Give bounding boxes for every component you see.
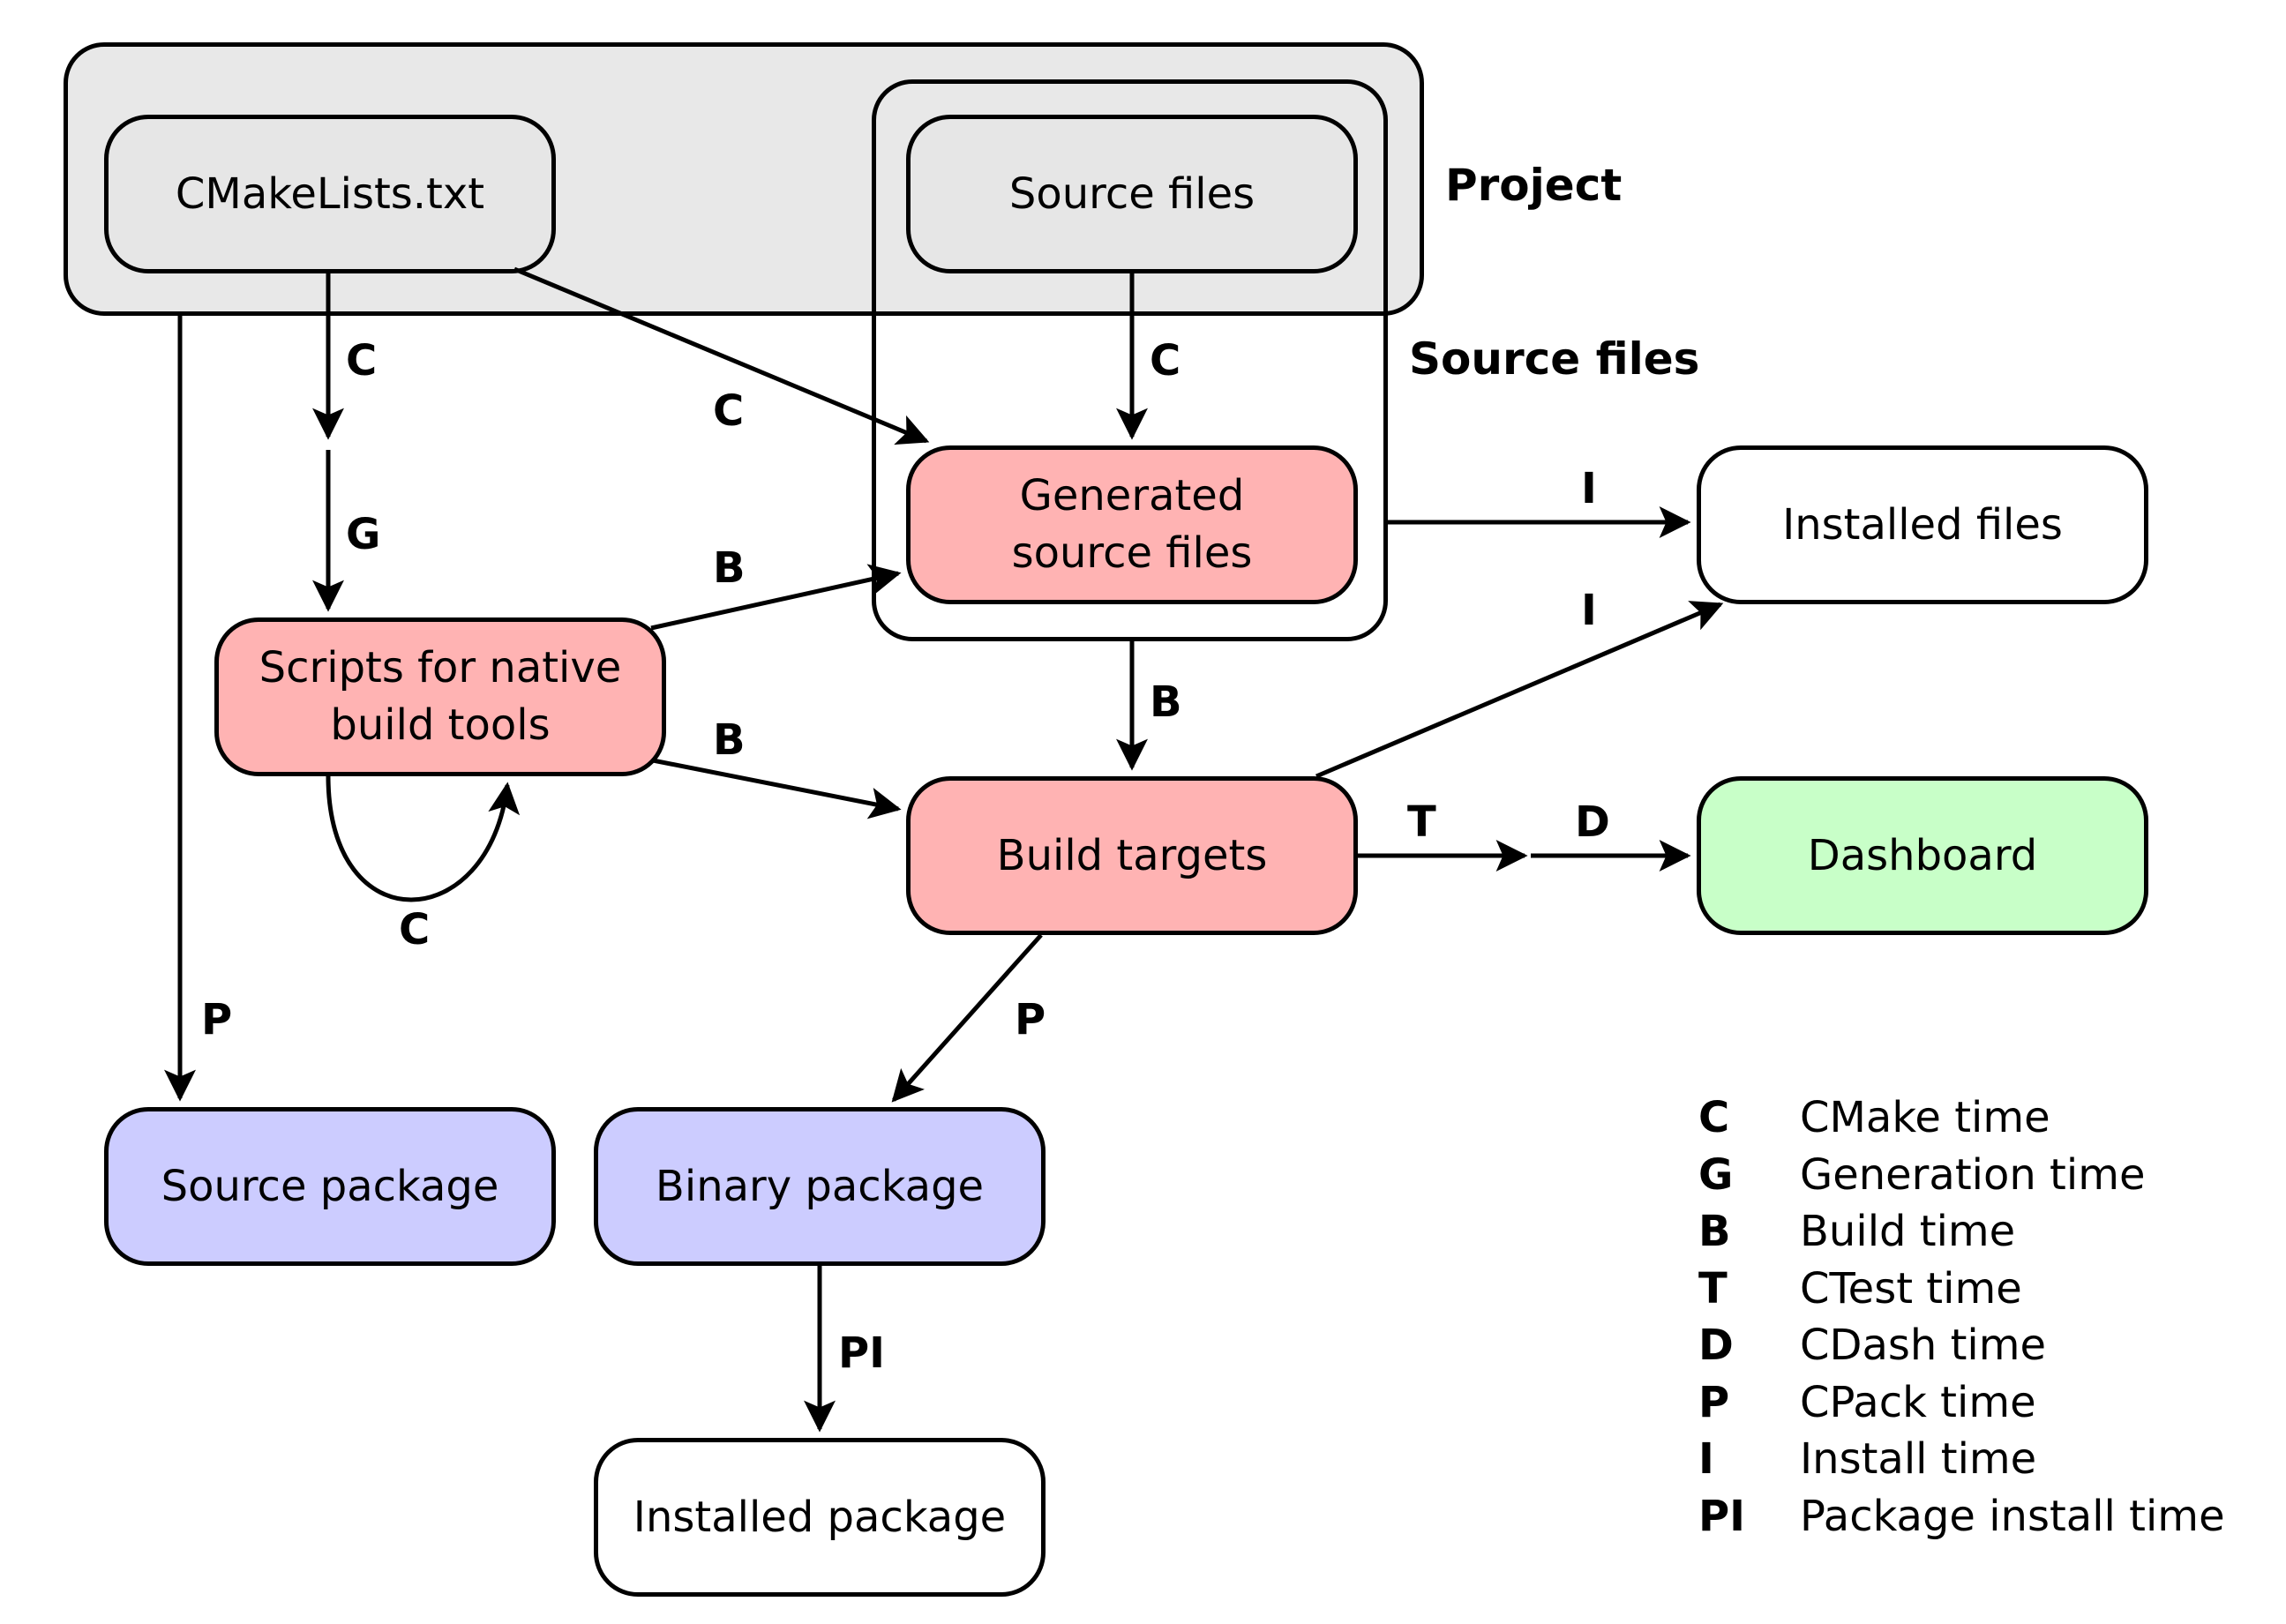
legend-row: C CMake time <box>1698 1089 2225 1147</box>
installed-package-node: Installed package <box>594 1438 1046 1597</box>
edge-label-build-to-installed: I <box>1581 586 1597 635</box>
project-group-label: Project <box>1445 160 1623 211</box>
arrow-build-to-installed-files <box>1315 601 1724 779</box>
legend-code: B <box>1698 1207 1731 1257</box>
edge-label-build-to-test: T <box>1407 797 1436 847</box>
generated-source-files-node: Generated source files <box>906 445 1358 604</box>
legend-text: CDash time <box>1800 1321 2047 1371</box>
legend-row: D CDash time <box>1698 1317 2225 1374</box>
arrow-scripts-to-generated <box>650 564 902 631</box>
edge-label-cmake-to-source-package: P <box>201 995 233 1044</box>
edge-label-scripts-self: C <box>399 905 431 954</box>
edge-label-test-to-dashboard: D <box>1575 797 1610 847</box>
legend-row: B Build time <box>1698 1203 2225 1261</box>
legend-text: CPack time <box>1800 1377 2036 1427</box>
edge-label-binary-to-installed-package: PI <box>838 1328 886 1378</box>
source-package-node: Source package <box>104 1107 556 1266</box>
edge-label-scripts-to-build: B <box>713 715 746 765</box>
legend-text: Generation time <box>1800 1149 2146 1200</box>
arrow-cmakelists-to-generated <box>513 266 930 445</box>
installed-files-node: Installed files <box>1697 445 2148 604</box>
dashboard-node: Dashboard <box>1697 776 2148 935</box>
legend-row: G Generation time <box>1698 1147 2225 1204</box>
build-targets-node: Build targets <box>906 776 1358 935</box>
arrow-build-to-binary-package <box>891 933 1043 1103</box>
legend-code: C <box>1698 1093 1730 1143</box>
legend-text: Package install time <box>1800 1491 2225 1541</box>
legend-row: PI Package install time <box>1698 1488 2225 1545</box>
edge-label-cmake-to-cut: C <box>346 336 378 385</box>
legend-code: PI <box>1698 1491 1746 1541</box>
source-files-group-label: Source files <box>1409 333 1700 385</box>
edge-label-generated-to-build: B <box>1150 677 1182 727</box>
edge-label-source-to-generated: C <box>1150 336 1181 385</box>
legend-code: I <box>1698 1434 1714 1485</box>
arrow-scripts-to-build <box>652 758 902 819</box>
edge-label-cut-to-scripts: G <box>346 510 381 559</box>
binary-package-node: Binary package <box>594 1107 1046 1266</box>
edge-label-scripts-to-generated: B <box>713 543 746 593</box>
edge-label-generated-to-installed: I <box>1581 464 1597 513</box>
source-files-node: Source files <box>906 115 1358 273</box>
legend-text: CMake time <box>1800 1093 2050 1143</box>
arrow-scripts-self-loop <box>326 775 521 902</box>
scripts-node: Scripts for native build tools <box>214 617 666 776</box>
edge-label-build-to-binary-package: P <box>1015 995 1046 1044</box>
legend-text: CTest time <box>1800 1263 2022 1313</box>
legend-text: Build time <box>1800 1207 2016 1257</box>
legend-code: D <box>1698 1321 1734 1371</box>
legend-row: I Install time <box>1698 1431 2225 1488</box>
source-files-group <box>872 79 1388 641</box>
legend-code: G <box>1698 1149 1734 1200</box>
edge-label-cmake-to-generated: C <box>713 386 745 436</box>
cmakelists-node: CMakeLists.txt <box>104 115 556 273</box>
legend-text: Install time <box>1800 1434 2037 1485</box>
legend-code: P <box>1698 1377 1730 1427</box>
legend-row: P CPack time <box>1698 1374 2225 1432</box>
legend-code: T <box>1698 1263 1728 1313</box>
legend-row: T CTest time <box>1698 1261 2225 1318</box>
